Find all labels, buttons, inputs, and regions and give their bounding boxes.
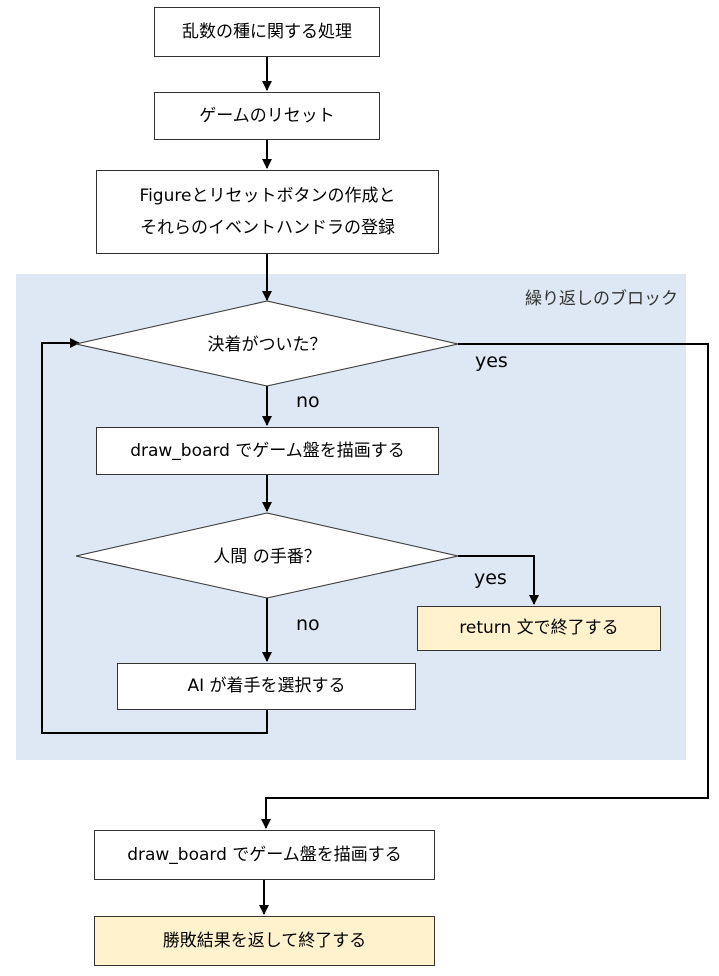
seed-process-label: 乱数の種に関する処理 xyxy=(182,21,352,42)
reset-process-label: ゲームのリセット xyxy=(199,105,335,126)
draw-board-box-1: draw_board でゲーム盤を描画する xyxy=(96,427,439,475)
ai-select-box: AI が着手を選択する xyxy=(117,663,416,710)
settled-yes-label: yes xyxy=(475,350,508,372)
ai-select-label: AI が着手を選択する xyxy=(187,676,346,697)
human-no-label: no xyxy=(296,613,320,635)
reset-process-box: ゲームのリセット xyxy=(154,92,380,140)
figure-process-label: Figureとリセットボタンの作成と それらのイベントハンドラの登録 xyxy=(139,185,396,238)
decision-settled-shape xyxy=(75,300,459,387)
result-end-box: 勝敗結果を返して終了する xyxy=(94,916,435,966)
arrow-human-yes xyxy=(458,555,539,605)
result-end-label: 勝敗結果を返して終了する xyxy=(162,930,367,951)
decision-human-shape xyxy=(75,512,459,599)
draw-board-box-2: draw_board でゲーム盤を描画する xyxy=(94,830,435,880)
loop-block-label: 繰り返しのブロック xyxy=(525,289,678,309)
decision-settled-label: 決着がついた？ xyxy=(207,335,327,355)
return-end-label: return 文で終了する xyxy=(459,618,619,639)
arrow-loop-back xyxy=(41,338,268,734)
draw-board-label-1: draw_board でゲーム盤を描画する xyxy=(130,440,405,461)
draw-board-label-2: draw_board でゲーム盤を描画する xyxy=(127,844,402,865)
settled-no-label: no xyxy=(296,390,320,412)
arrow-settled-yes xyxy=(261,343,709,829)
return-end-box: return 文で終了する xyxy=(417,606,661,651)
figure-process-box: Figureとリセットボタンの作成と それらのイベントハンドラの登録 xyxy=(96,170,439,254)
seed-process-box: 乱数の種に関する処理 xyxy=(154,7,380,57)
human-yes-label: yes xyxy=(474,567,507,589)
decision-human-label: 人間 の手番？ xyxy=(213,547,321,567)
